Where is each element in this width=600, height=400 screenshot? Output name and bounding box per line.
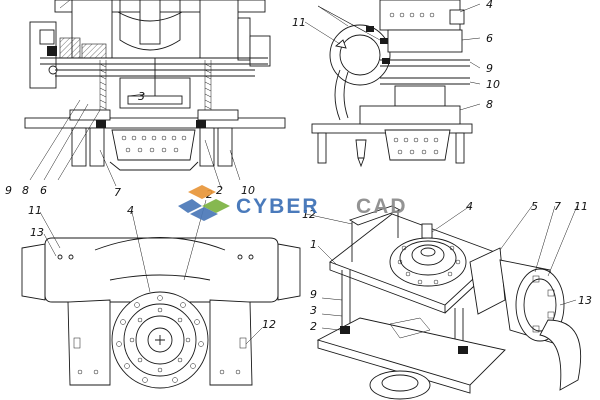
bottom-view: 11 13 4 2 12 — [21, 188, 301, 389]
front-callout-2: 2 — [216, 184, 223, 197]
front-callout-9: 9 — [5, 184, 12, 197]
side-callout-10: 10 — [486, 78, 500, 91]
iso-callout-9: 9 — [310, 288, 317, 301]
iso-callout-5: 5 — [531, 200, 538, 213]
watermark-brand-left: CYBER — [236, 195, 320, 218]
iso-callout-1: 1 — [310, 238, 317, 251]
cube-logo-icon — [178, 185, 230, 221]
side-callout-6: 6 — [486, 32, 493, 45]
iso-callout-2: 2 — [310, 320, 317, 333]
iso-view: 12 4 5 7 11 1 9 3 2 13 — [302, 200, 592, 400]
bottom-callout-4: 4 — [127, 204, 134, 217]
front-view: 3 9 8 6 7 2 10 — [5, 0, 286, 199]
iso-callout-7: 7 — [554, 200, 561, 213]
front-callout-6: 6 — [40, 184, 47, 197]
bottom-callout-11: 11 — [28, 204, 42, 217]
side-callout-4: 4 — [486, 0, 493, 11]
side-callout-8: 8 — [486, 98, 493, 111]
iso-callout-3: 3 — [310, 304, 317, 317]
side-callout-9: 9 — [486, 62, 493, 75]
front-callout-3: 3 — [138, 90, 145, 103]
side-view: 11 4 6 9 10 8 — [292, 0, 500, 168]
front-callout-8: 8 — [22, 184, 29, 197]
front-callout-10: 10 — [241, 184, 255, 197]
bottom-callout-12: 12 — [262, 318, 276, 331]
iso-callout-13: 13 — [578, 294, 592, 307]
cybercad-watermark: CYBER CAD — [178, 185, 408, 221]
front-callout-7: 7 — [114, 186, 121, 199]
watermark-brand-right: CAD — [356, 195, 408, 218]
side-callout-11: 11 — [292, 16, 306, 29]
iso-callout-11: 11 — [574, 200, 588, 213]
bottom-callout-13: 13 — [30, 226, 44, 239]
iso-callout-12: 12 — [302, 208, 316, 221]
iso-callout-4: 4 — [466, 200, 473, 213]
